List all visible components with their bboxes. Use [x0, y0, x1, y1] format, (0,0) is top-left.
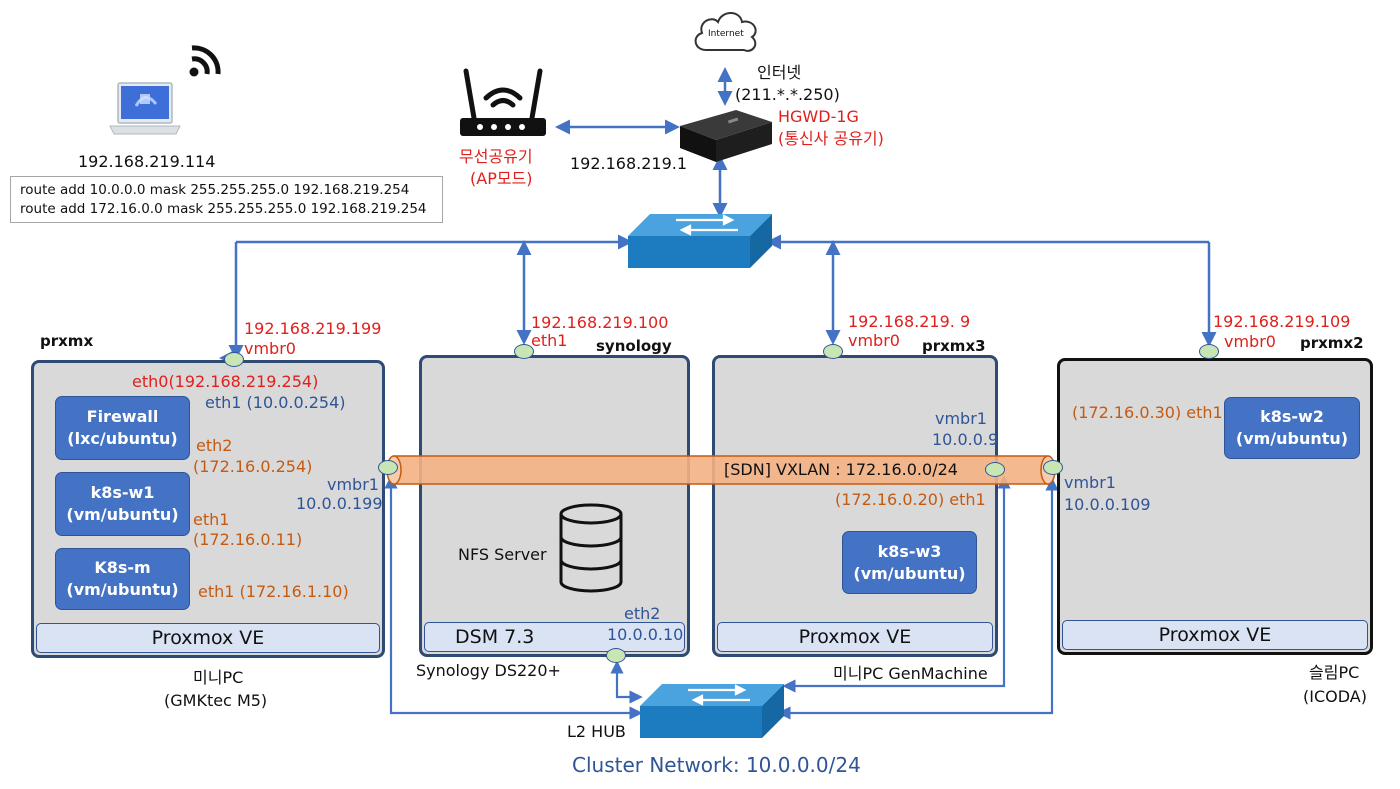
- gateway-name: HGWD-1G: [778, 107, 859, 126]
- vm-type: (vm/ubuntu): [66, 505, 179, 524]
- prxmx-vmbr1: vmbr1: [327, 475, 379, 494]
- nic-synology-eth1[interactable]: [514, 344, 534, 359]
- vm-name: Firewall: [86, 407, 159, 427]
- link-cluster-loop: [389, 478, 643, 720]
- internet-cloud-label: Internet: [708, 29, 744, 39]
- prxmx3-hw: 미니PC GenMachine: [833, 664, 988, 683]
- wifi-icon: [189, 45, 221, 77]
- prxmx-eth0: eth0(192.168.219.254): [132, 372, 319, 391]
- laptop-icon: [109, 82, 181, 135]
- prxmx2-uplink-if: vmbr0: [1224, 332, 1276, 351]
- route-command: route add 10.0.0.0 mask 255.255.255.0 19…: [20, 182, 410, 198]
- host-prxmx3: Proxmox VE: [712, 355, 998, 657]
- prxmx2-hw: 슬림PC: [1309, 663, 1360, 682]
- prxmx-fw-eth2-ip: (172.16.0.254): [193, 457, 313, 476]
- host-prxmx3-name: prxmx3: [922, 337, 986, 355]
- prxmx3-uplink-ip: 192.168.219. 9: [848, 312, 971, 331]
- prxmx-w1-eth: eth1: [193, 510, 230, 529]
- gateway-desc: (통신사 공유기): [778, 129, 884, 148]
- prxmx2-uplink-ip: 192.168.219.109: [1213, 312, 1351, 331]
- vm-name: K8s-m: [94, 558, 151, 578]
- vm-type: (vm/ubuntu): [853, 563, 966, 583]
- prxmx-hw-model: (GMKtec M5): [164, 691, 268, 710]
- nic-prxmx2-vmbr1[interactable]: [1043, 460, 1063, 475]
- prxmx3-vm-eth: (172.16.0.20) eth1: [835, 490, 986, 509]
- prxmx-uplink-ip: 192.168.219.199: [244, 319, 382, 338]
- route-command: route add 172.16.0.0 mask 255.255.255.0 …: [20, 200, 427, 217]
- prxmx-platform: Proxmox VE: [36, 623, 380, 653]
- cloud-icon: [694, 12, 757, 52]
- vm-k8s-w1[interactable]: k8s-w1 (vm/ubuntu): [55, 472, 190, 536]
- database-icon: [559, 503, 623, 593]
- nic-prxmx2-vmbr0[interactable]: [1199, 344, 1219, 359]
- synology-eth2: eth2: [624, 604, 661, 623]
- prxmx2-vm-eth: (172.16.0.30) eth1: [1072, 403, 1223, 422]
- vm-name: k8s-w3: [877, 541, 942, 561]
- prxmx3-vmbr1: vmbr1: [935, 409, 987, 428]
- ap-link-ip: 192.168.219.1: [570, 154, 688, 173]
- synology-eth2-ip: 10.0.0.10: [607, 625, 684, 644]
- prxmx2-vmbr1-ip: 10.0.0.109: [1064, 495, 1151, 514]
- sdn-label: [SDN] VXLAN : 172.16.0.0/24: [724, 460, 958, 479]
- wireless-router-icon: [460, 68, 546, 136]
- host-prxmx-name: prxmx: [40, 332, 94, 350]
- vm-name: k8s-w2: [1260, 407, 1324, 427]
- ap-mode: (AP모드): [470, 169, 533, 188]
- nic-prxmx3-vmbr1[interactable]: [985, 462, 1005, 477]
- nic-prxmx3-vmbr0[interactable]: [823, 344, 843, 359]
- network-switch-icon: [628, 214, 772, 268]
- ap-name: 무선공유기: [459, 147, 533, 166]
- nic-synology-eth2[interactable]: [606, 648, 626, 663]
- prxmx-fw-eth2: eth2: [196, 436, 233, 455]
- prxmx3-uplink-if: vmbr0: [848, 331, 900, 350]
- synology-model: Synology DS220+: [416, 661, 561, 680]
- synology-os: DSM 7.3: [424, 622, 685, 652]
- vm-name: k8s-w1: [90, 483, 155, 503]
- cluster-network-label: Cluster Network: 10.0.0.0/24: [572, 753, 861, 777]
- prxmx3-platform: Proxmox VE: [717, 622, 993, 652]
- internet-ip: (211.*.*.250): [735, 85, 840, 104]
- internet-label: 인터넷: [757, 63, 802, 82]
- prxmx-vmbr1-ip: 10.0.0.199: [296, 494, 383, 513]
- vm-k8s-m[interactable]: K8s-m (vm/ubuntu): [55, 548, 190, 610]
- vm-k8s-w3[interactable]: k8s-w3 (vm/ubuntu): [842, 531, 977, 594]
- host-prxmx2-name: prxmx2: [1300, 334, 1364, 352]
- nic-prxmx-vmbr0[interactable]: [224, 352, 244, 367]
- nic-prxmx-vmbr1[interactable]: [378, 460, 398, 475]
- l2-hub-switch-icon: [640, 684, 784, 738]
- vm-type: (vm/ubuntu): [66, 580, 179, 599]
- router-device-icon: [680, 110, 772, 162]
- prxmx2-platform: Proxmox VE: [1062, 620, 1368, 650]
- prxmx2-vmbr1: vmbr1: [1064, 473, 1116, 492]
- prxmx3-vmbr1-ip: 10.0.0.9: [932, 430, 999, 449]
- laptop-ip: 192.168.219.114: [78, 152, 216, 171]
- prxmx2-hw-model: (ICODA): [1303, 687, 1367, 706]
- synology-service: NFS Server: [458, 545, 547, 564]
- prxmx-w1-ip: (172.16.0.11): [193, 530, 303, 549]
- prxmx-m-eth: eth1 (172.16.1.10): [198, 582, 349, 601]
- l2hub-label: L2 HUB: [567, 722, 626, 741]
- host-synology-name: synology: [596, 337, 672, 355]
- synology-uplink-ip: 192.168.219.100: [531, 313, 669, 332]
- synology-uplink-if: eth1: [531, 331, 568, 350]
- prxmx-uplink-if: vmbr0: [244, 339, 296, 358]
- vm-firewall[interactable]: Firewall (lxc/ubuntu): [55, 396, 190, 460]
- vm-k8s-w2[interactable]: k8s-w2 (vm/ubuntu): [1224, 397, 1360, 459]
- vm-type: (vm/ubuntu): [1235, 429, 1349, 448]
- host-synology: DSM 7.3: [419, 355, 690, 657]
- vm-type: (lxc/ubuntu): [67, 429, 178, 448]
- route-commands-box: route add 10.0.0.0 mask 255.255.255.0 19…: [10, 176, 443, 223]
- prxmx-fw-eth1: eth1 (10.0.0.254): [205, 393, 346, 412]
- prxmx-hw: 미니PC: [193, 668, 244, 687]
